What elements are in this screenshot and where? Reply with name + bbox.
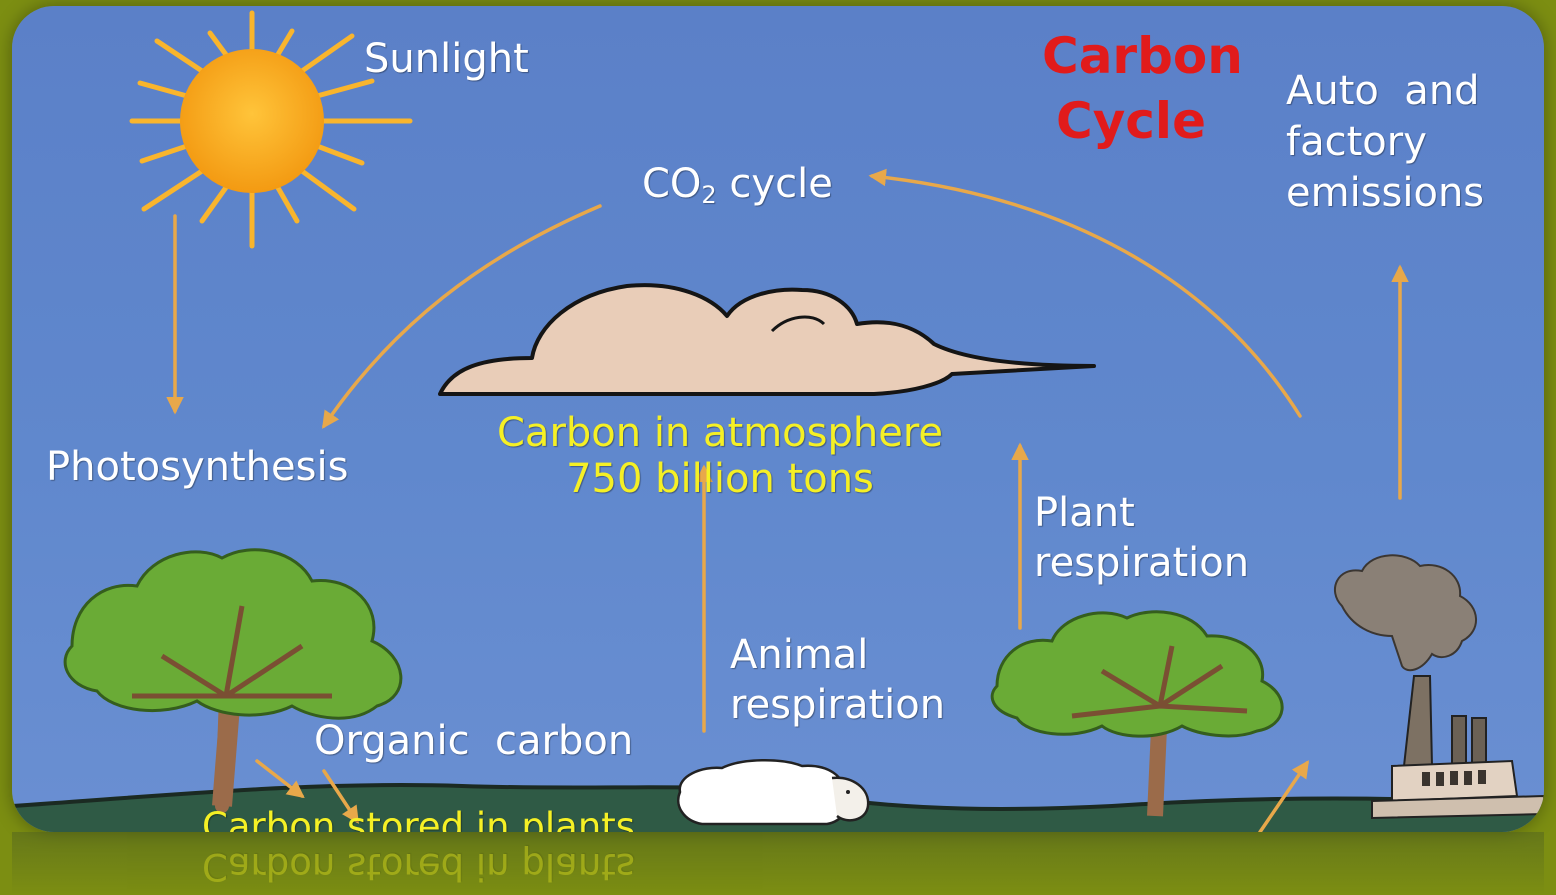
photosynthesis-label: Photosynthesis xyxy=(46,444,349,490)
factory-icon xyxy=(1371,675,1544,820)
diagram-title: Carbon Cycle xyxy=(1042,24,1243,154)
atmosphere-line-2: 750 billion tons xyxy=(566,456,874,502)
emissions-line-3: emissions xyxy=(1286,170,1485,217)
co2-to-photosynthesis-arrow xyxy=(322,204,602,429)
atmosphere-line-1: Carbon in atmosphere xyxy=(497,410,943,456)
organic-carbon-label: Organic carbon xyxy=(314,718,634,764)
sheep-icon xyxy=(677,759,870,826)
tree-icon xyxy=(63,548,403,813)
carbon-cycle-diagram: Sunlight CO2 cycle Carbon Cycle Auto and… xyxy=(12,6,1544,832)
emissions-line-2: factory xyxy=(1286,119,1427,166)
atmosphere-label: Carbon in atmosphere 750 billion tons xyxy=(490,410,950,502)
organic-carbon-arrow-1 xyxy=(255,759,305,799)
plant-respiration-label: Plant respiration xyxy=(1034,488,1249,588)
animal-respiration-label: Animal respiration xyxy=(730,630,945,730)
tree-icon xyxy=(990,610,1284,817)
plant-respiration-line-1: Plant xyxy=(1034,490,1135,536)
cloud-icon xyxy=(438,283,1096,396)
co2-subscript: 2 xyxy=(701,181,717,209)
animal-respiration-line-2: respiration xyxy=(730,682,946,728)
animal-respiration-line-1: Animal xyxy=(730,632,869,678)
sun-icon xyxy=(129,10,413,249)
co2-cycle-label: CO2 cycle xyxy=(642,161,833,210)
emissions-line-1: Auto and xyxy=(1286,68,1480,114)
co2-prefix: CO xyxy=(642,161,702,207)
emissions-label: Auto and factory emissions xyxy=(1286,66,1484,220)
plant-respiration-line-2: respiration xyxy=(1034,540,1250,586)
title-line-2: Cycle xyxy=(1056,92,1206,150)
smoke-icon xyxy=(1333,554,1477,672)
organic-carbon-arrow-2 xyxy=(322,769,359,824)
factory-to-air-arrow xyxy=(1258,760,1309,832)
emissions-to-co2-arrow xyxy=(868,168,1302,418)
diagram-graphics xyxy=(12,10,1544,832)
co2-suffix: cycle xyxy=(716,161,833,207)
title-line-1: Carbon xyxy=(1042,27,1243,85)
stored-in-plants-reflection: Carbon stored in plants xyxy=(202,845,636,888)
stored-in-plants-label: Carbon stored in plants xyxy=(202,805,636,832)
reflection-strip: Carbon stored in plants xyxy=(12,832,1544,895)
sunlight-label: Sunlight xyxy=(364,36,529,82)
